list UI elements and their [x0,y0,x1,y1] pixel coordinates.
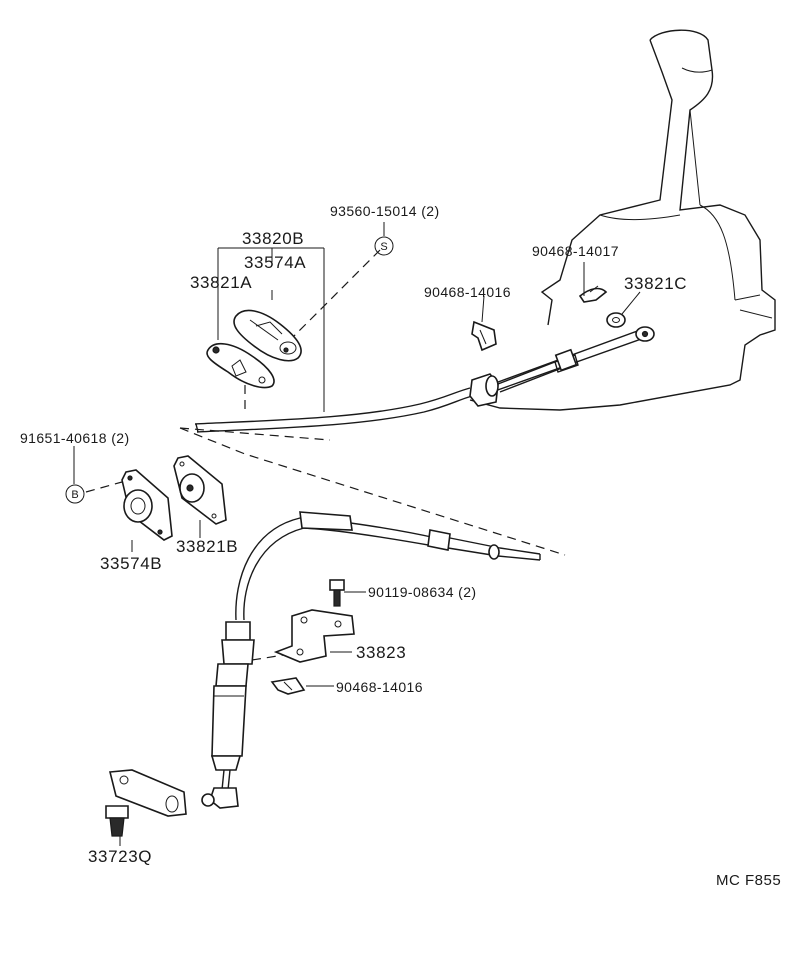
bracket-33823 [273,609,355,663]
shift-cable-upper [194,348,578,433]
leader-lines [73,222,641,846]
label-33821c: 33821C [624,274,687,293]
leader-dash-upper-1 [179,427,566,556]
label-33820b: 33820B [242,229,304,248]
symbol-b: B [65,484,85,504]
symbol-b-text: B [71,489,78,501]
diagram-code: MC F855 [716,872,781,889]
label-33574b: 33574B [100,554,162,573]
shift-cable-lower [235,511,541,621]
bracket-33820b [217,247,325,412]
clip-90468-14016-bottom [270,677,306,695]
lever-33723q [105,769,187,837]
label-33823: 33823 [356,643,406,662]
plate-33821b [173,455,227,525]
washer-33821c [606,312,626,328]
label-90468-14016-top: 90468-14016 [424,284,511,300]
label-90119-08634: 90119-08634 (2) [368,584,476,600]
label-90468-14017: 90468-14017 [532,243,619,259]
grommet-33574b [121,469,173,541]
clip-90468-14016-top [471,320,497,352]
leader-dash-s-symbol [289,249,381,341]
label-93560-15014: 93560-15014 (2) [330,203,440,219]
leader-dash-upper-2 [179,427,331,441]
symbol-s-text: S [380,241,387,253]
label-90468-14016-bottom: 90468-14016 [336,679,423,695]
cable-boot-lower [201,621,255,809]
grommet-33574a [233,309,302,362]
label-33821a: 33821A [190,273,252,292]
leader-dash-b-symbol [85,481,123,493]
bolt-90119-08634 [329,579,345,607]
retainer-33821a [206,343,275,389]
transmission-housing [469,29,776,411]
label-33574a: 33574A [244,253,306,272]
label-33723q: 33723Q [88,847,152,866]
label-91651-40618: 91651-40618 (2) [20,430,130,446]
symbol-s: S [374,236,394,256]
label-33821b: 33821B [176,537,238,556]
